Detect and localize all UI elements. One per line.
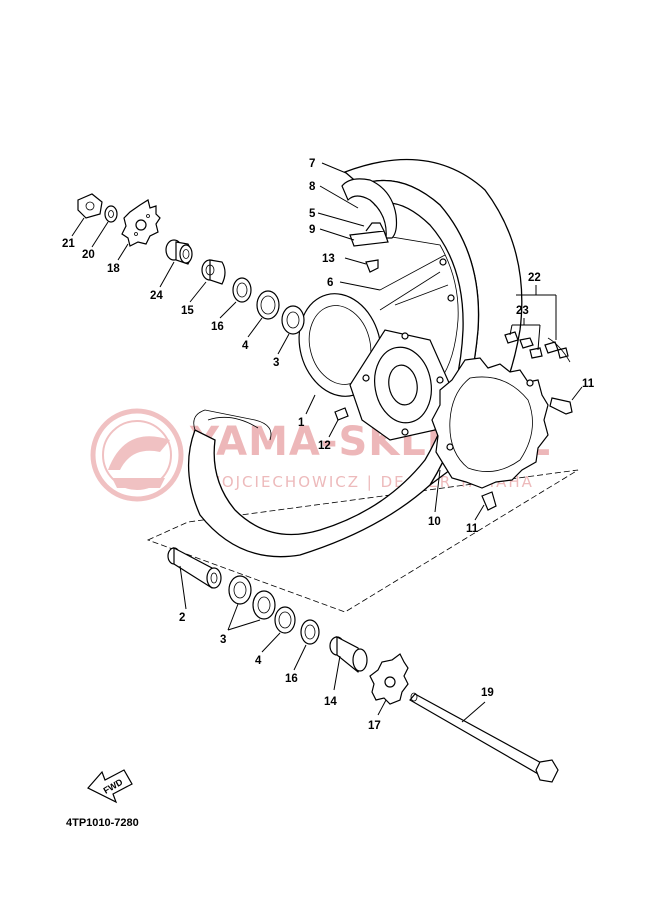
lower-plane-outline [146,469,579,613]
callout-8: 8 [309,181,316,193]
washer-hole [108,210,114,218]
callout-4-lower: 4 [255,655,262,667]
oil-seal [300,619,320,645]
callout-10: 10 [428,516,441,528]
callout-17: 17 [368,720,381,732]
bearing [228,575,252,605]
spoke [394,284,449,306]
rim-inner-edge [379,234,459,381]
callout-16-upper: 16 [211,321,224,333]
washer [104,205,118,223]
callouts: 7 8 5 9 13 6 1 12 10 11 11 22 23 21 20 1… [62,158,595,732]
rear-sprocket [431,357,549,489]
hub [298,293,451,441]
spoke [379,271,441,311]
oil-seal-inner [304,624,316,640]
callout-19: 19 [481,687,494,699]
leader-lines [71,162,583,723]
oil-seal-inner [236,282,248,298]
callout-18: 18 [107,263,120,275]
sprocket-bolt [481,491,497,511]
tube [341,178,398,239]
nut-hole [85,201,95,211]
nut [77,193,103,219]
bearing-inner [233,581,247,599]
callout-7: 7 [309,158,315,170]
callout-11-upper: 11 [582,378,595,390]
callout-6: 6 [327,277,333,289]
callout-5: 5 [309,208,316,220]
callout-23: 23 [516,305,529,317]
rim-band [349,230,389,247]
speedometer-gear-lower [369,653,409,705]
callout-9: 9 [309,224,315,236]
chain-locks [504,331,571,363]
callout-4-upper: 4 [242,340,249,352]
watermark-logo [90,408,184,502]
fwd-arrow: FWD [87,769,133,804]
circlip-inner [260,295,276,315]
circlip [274,606,296,634]
spacer-collar [201,259,226,285]
callout-22: 22 [528,272,541,284]
hub-spacer [167,547,222,589]
hub-bolt [334,407,349,421]
callout-15: 15 [181,305,194,317]
callout-14: 14 [324,696,337,708]
watermark-subtitle: WOJCIECHOWICZ | DEALER YAMAHA [205,473,534,491]
rim-lock [365,222,385,232]
nipple [447,294,455,302]
callout-2: 2 [179,612,185,624]
callout-21: 21 [62,238,75,250]
bearing-inner [286,311,300,329]
callout-3-lower: 3 [220,634,226,646]
callout-12: 12 [318,440,331,452]
callout-3-upper: 3 [273,357,279,369]
callout-20: 20 [82,249,95,261]
spoke [379,254,446,291]
circlip [256,290,280,320]
valve-cap [365,259,379,273]
callout-11-lower: 11 [466,523,479,535]
nipple [439,258,447,266]
sprocket-bolt [549,397,573,415]
diagram-code: 4TP1010-7280 [66,817,139,829]
circlip-inner [278,611,292,629]
bearing [252,590,276,620]
callout-1: 1 [298,417,305,429]
collar [329,636,368,673]
wheel-axle [409,692,559,783]
bearing [281,305,305,335]
collar [165,239,193,265]
speedometer-gear [121,199,161,247]
callout-24: 24 [150,290,163,302]
callout-16-lower: 16 [285,673,298,685]
callout-13: 13 [322,253,335,265]
bearing-inner [257,596,271,614]
oil-seal [232,277,252,303]
